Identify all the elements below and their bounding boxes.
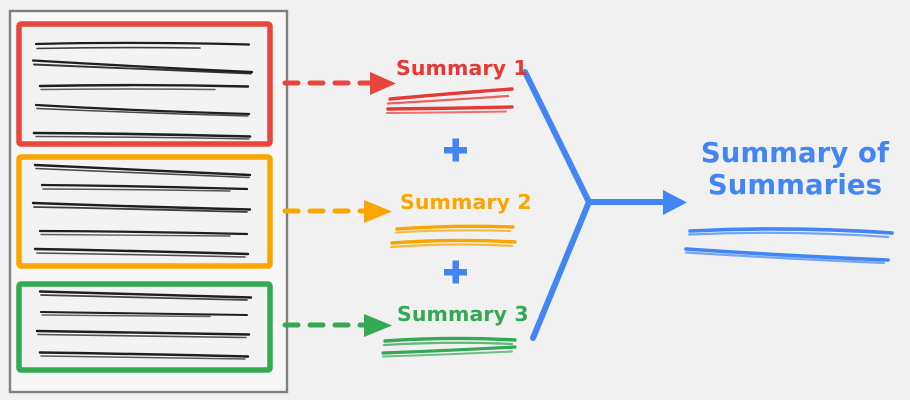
summary-1-label: Summary 1: [396, 56, 528, 80]
dashed-arrow-red: [282, 72, 396, 95]
summary-3-label: Summary 3: [397, 302, 529, 326]
summary-2-squiggles: [389, 224, 517, 249]
summary-of-summaries-squiggles: [684, 227, 894, 265]
merge-arrow: [522, 69, 687, 341]
dashed-arrow-orange-head: [364, 200, 392, 223]
plus-2-icon: [444, 260, 467, 284]
merge-arrow-branch-bottom: [530, 199, 592, 341]
summary-of-summaries-label: Summary of Summaries: [700, 137, 890, 202]
doc-group-2-border: [16, 154, 273, 269]
summary-of-summaries-line-2: Summaries: [707, 169, 883, 202]
doc-group-3-border: [16, 281, 273, 373]
summary-of-summaries-line-1: Summary of: [700, 137, 890, 169]
doc-group-3-scribbles: [35, 290, 253, 360]
doc-group-3[interactable]: [16, 281, 273, 373]
dashed-arrow-green-head: [364, 314, 392, 337]
doc-group-2[interactable]: [16, 154, 273, 269]
plus-1-icon: [444, 138, 467, 162]
doc-group-2-scribbles: [31, 163, 252, 258]
doc-group-1-scribbles: [31, 41, 254, 140]
merge-arrow-branch-top: [522, 69, 592, 205]
summary-1-squiggles: [385, 87, 514, 115]
dashed-arrow-orange: [282, 200, 392, 223]
merge-arrow-head: [663, 190, 687, 215]
summary-2-label: Summary 2: [400, 190, 532, 214]
dashed-arrow-green: [282, 314, 392, 337]
doc-group-1[interactable]: [16, 21, 273, 147]
dashed-arrow-red-head: [370, 72, 396, 95]
summary-3-squiggles: [381, 336, 517, 358]
